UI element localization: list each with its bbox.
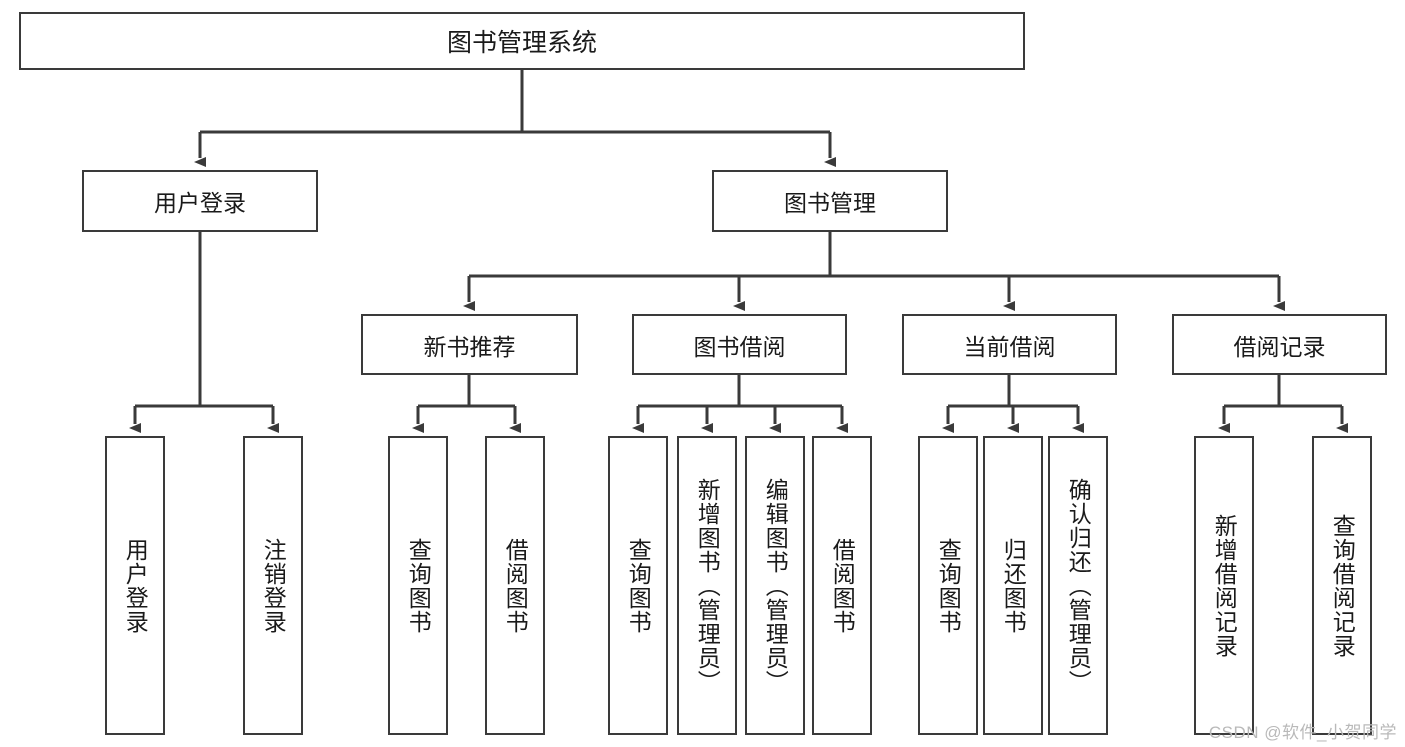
node-leaf-confirm-return-label: 确认归还（管理员） [1065,477,1092,694]
node-leaf-query-book-1-label: 查询图书 [405,537,432,634]
node-leaf-borrow-book-2-label: 借阅图书 [829,537,856,634]
node-new-book-rec-label: 新书推荐 [423,333,516,360]
node-root[interactable]: 图书管理系统 [19,12,1025,70]
node-user-login-label: 用户登录 [154,190,246,216]
node-user-login[interactable]: 用户登录 [82,170,318,232]
node-leaf-borrow-book-1-label: 借阅图书 [502,537,529,634]
node-leaf-query-book-3[interactable]: 查询图书 [918,436,978,735]
node-leaf-logout[interactable]: 注销登录 [243,436,303,735]
node-leaf-add-book-label: 新增图书（管理员） [694,477,721,694]
node-leaf-add-book[interactable]: 新增图书（管理员） [677,436,737,735]
node-leaf-query-record[interactable]: 查询借阅记录 [1312,436,1372,735]
node-root-label: 图书管理系统 [446,29,597,57]
node-borrow-record-label: 借阅记录 [1233,333,1326,360]
node-current-borrow[interactable]: 当前借阅 [902,314,1117,375]
node-leaf-query-book-2[interactable]: 查询图书 [608,436,668,735]
node-leaf-query-record-label: 查询借阅记录 [1329,513,1356,658]
node-leaf-return-book[interactable]: 归还图书 [983,436,1043,735]
node-new-book-rec[interactable]: 新书推荐 [361,314,578,375]
csdn-watermark: CSDN @软件_小贺同学 [1208,723,1397,742]
node-book-borrow[interactable]: 图书借阅 [632,314,847,375]
node-current-borrow-label: 当前借阅 [963,333,1056,360]
node-book-borrow-label: 图书借阅 [693,333,786,360]
node-leaf-add-record[interactable]: 新增借阅记录 [1194,436,1254,735]
node-leaf-query-book-2-label: 查询图书 [625,537,652,634]
node-leaf-query-book-1[interactable]: 查询图书 [388,436,448,735]
node-leaf-edit-book[interactable]: 编辑图书（管理员） [745,436,805,735]
node-leaf-logout-label: 注销登录 [260,537,287,634]
node-borrow-record[interactable]: 借阅记录 [1172,314,1387,375]
node-leaf-query-book-3-label: 查询图书 [935,537,962,634]
node-book-manage-label: 图书管理 [784,190,876,216]
node-leaf-return-book-label: 归还图书 [1000,537,1027,634]
node-leaf-confirm-return[interactable]: 确认归还（管理员） [1048,436,1108,735]
node-leaf-borrow-book-1[interactable]: 借阅图书 [485,436,545,735]
node-leaf-borrow-book-2[interactable]: 借阅图书 [812,436,872,735]
node-book-manage[interactable]: 图书管理 [712,170,948,232]
node-leaf-edit-book-label: 编辑图书（管理员） [762,477,789,694]
node-leaf-user-login-label: 用户登录 [122,537,149,634]
node-leaf-user-login[interactable]: 用户登录 [105,436,165,735]
node-leaf-add-record-label: 新增借阅记录 [1211,513,1238,658]
